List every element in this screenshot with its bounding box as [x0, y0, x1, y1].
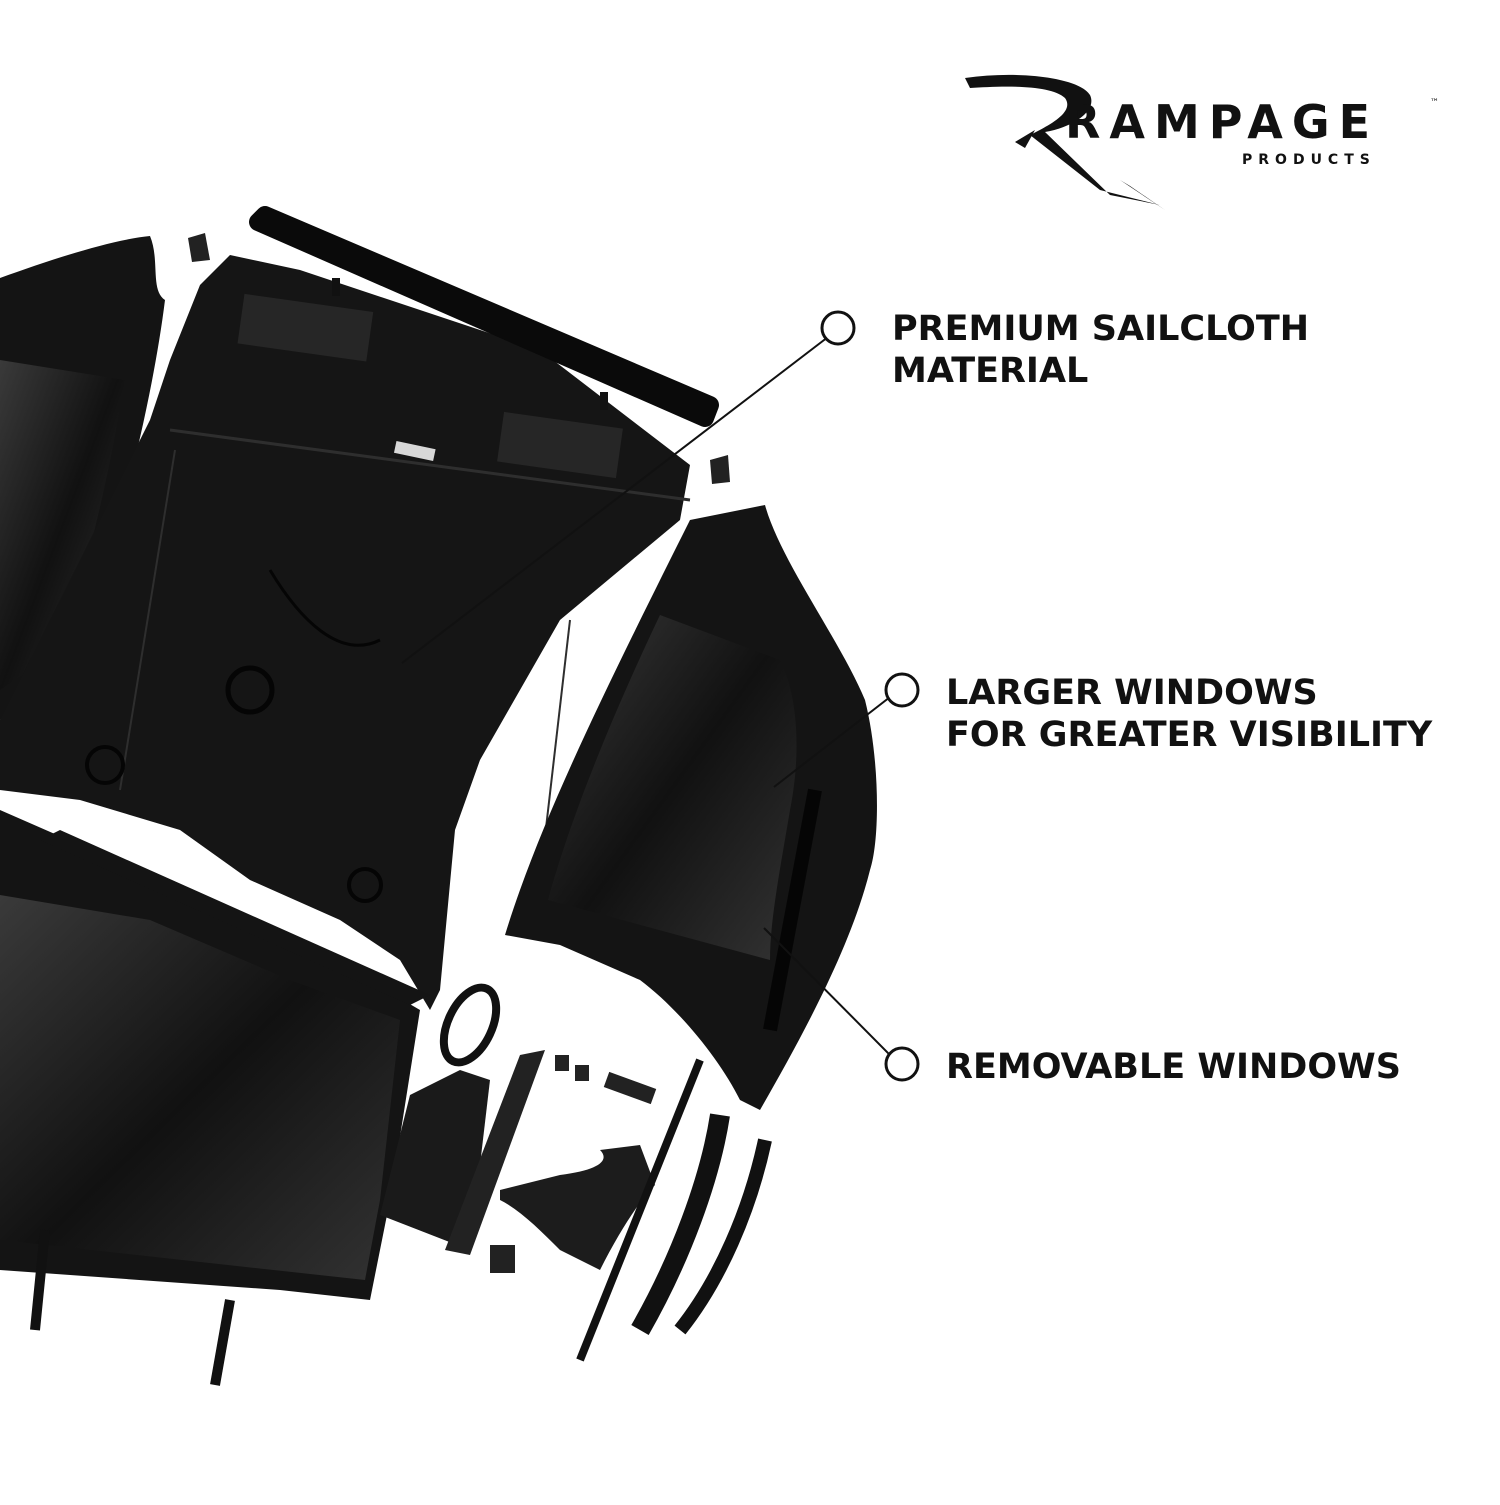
callout-larger-windows-pointer	[773, 672, 920, 788]
callout-sailcloth-label: PREMIUM SAILCLOTH MATERIAL	[892, 308, 1309, 392]
hardware-parts	[380, 983, 772, 1362]
left-side-panel	[0, 236, 165, 720]
callout-marker-larger-windows	[884, 672, 920, 708]
callout-sailcloth-line2: MATERIAL	[892, 351, 1089, 391]
brand-trademark: ™	[1430, 98, 1439, 108]
callout-marker-sailcloth	[820, 310, 856, 346]
callout-removable-windows-line1: REMOVABLE WINDOWS	[946, 1047, 1401, 1087]
brand-logo-tagline: PRODUCTS	[1242, 152, 1376, 168]
callout-removable-windows-label: REMOVABLE WINDOWS	[946, 1046, 1401, 1088]
logo-r-brush-mark	[965, 74, 1165, 210]
main-roof-panel	[0, 255, 691, 1010]
right-side-panel	[505, 505, 877, 1110]
brand-logo-name: RAMPAGE	[1065, 95, 1380, 149]
callout-sailcloth-pointer	[401, 310, 856, 664]
rear-window-panel	[0, 810, 430, 1386]
callout-larger-windows-label: LARGER WINDOWS FOR GREATER VISIBILITY	[946, 672, 1432, 756]
callout-larger-windows-line1: LARGER WINDOWS	[946, 673, 1318, 713]
callout-removable-windows-pointer	[763, 927, 920, 1082]
callout-sailcloth-line1: PREMIUM SAILCLOTH	[892, 309, 1310, 349]
header-bar	[188, 206, 730, 484]
callout-marker-removable-windows	[884, 1046, 920, 1082]
callout-larger-windows-line2: FOR GREATER VISIBILITY	[946, 715, 1433, 755]
